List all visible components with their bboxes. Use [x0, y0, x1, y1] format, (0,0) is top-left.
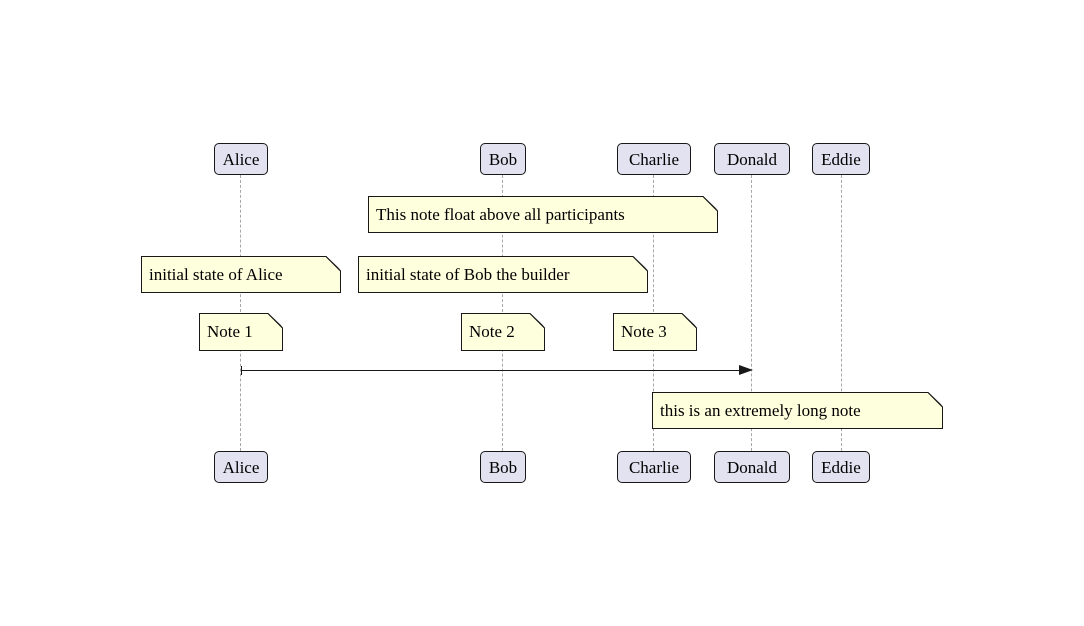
note-text: This note float above all participants	[376, 204, 625, 224]
note-2: Note 2	[461, 313, 545, 351]
note-text: this is an extremely long note	[660, 400, 861, 420]
message-arrow-head-icon	[739, 365, 753, 375]
note-extremely-long: this is an extremely long note	[652, 392, 943, 429]
participant-bottom-eddie: Eddie	[812, 451, 870, 483]
note-float-above-participants: This note float above all participants	[368, 196, 718, 233]
note-initial-state-alice: initial state of Alice	[141, 256, 341, 293]
note-3: Note 3	[613, 313, 697, 351]
note-shape	[141, 256, 341, 293]
message-arrow-line	[241, 370, 740, 371]
note-initial-state-bob: initial state of Bob the builder	[358, 256, 648, 293]
participant-bottom-alice: Alice	[214, 451, 268, 483]
note-text: Note 1	[207, 322, 253, 341]
note-1: Note 1	[199, 313, 283, 351]
note-text: initial state of Bob the builder	[366, 264, 570, 284]
note-text: Note 2	[469, 322, 515, 341]
note-text: Note 3	[621, 322, 667, 341]
note-shape	[368, 196, 718, 233]
note-shape	[652, 392, 943, 429]
participant-bottom-charlie: Charlie	[617, 451, 691, 483]
note-shape	[199, 313, 283, 351]
participant-top-donald: Donald	[714, 143, 790, 175]
note-text: initial state of Alice	[149, 264, 283, 284]
lifeline-eddie	[841, 175, 842, 451]
note-shape	[613, 313, 697, 351]
participant-top-eddie: Eddie	[812, 143, 870, 175]
participant-bottom-bob: Bob	[480, 451, 526, 483]
participant-top-charlie: Charlie	[617, 143, 691, 175]
participant-top-alice: Alice	[214, 143, 268, 175]
note-shape	[358, 256, 648, 293]
participant-bottom-donald: Donald	[714, 451, 790, 483]
participant-top-bob: Bob	[480, 143, 526, 175]
note-shape	[461, 313, 545, 351]
lifeline-donald	[751, 175, 752, 451]
